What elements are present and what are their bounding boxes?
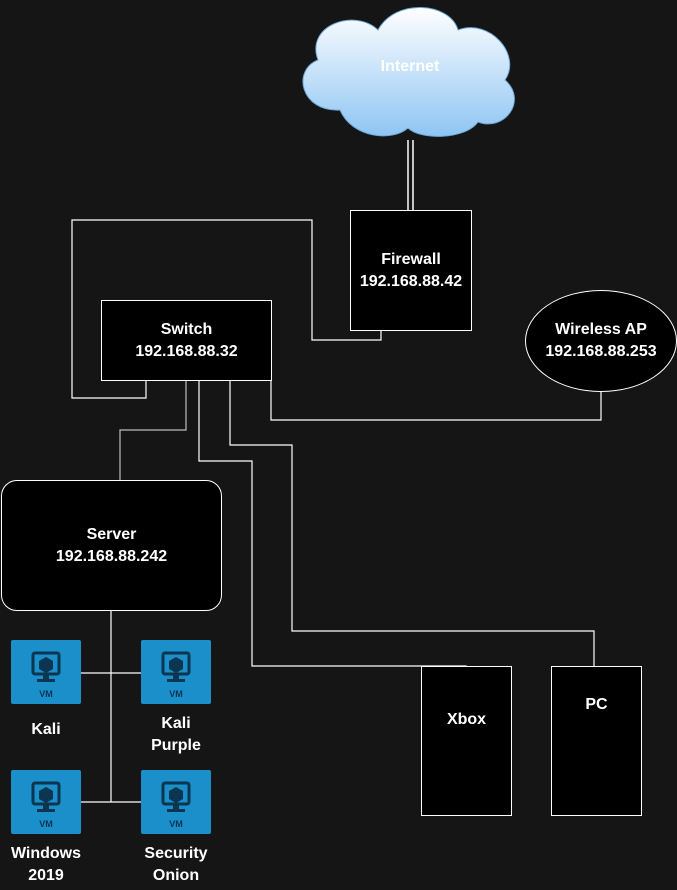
wireless-ap-name: Wireless AP: [555, 321, 647, 338]
firewall-node[interactable]: Firewall 192.168.88.42: [350, 210, 472, 331]
server-node[interactable]: Server 192.168.88.242: [1, 480, 222, 611]
vm-tag: VM: [169, 819, 183, 829]
vm-kali-purple-tile[interactable]: VM: [141, 640, 211, 704]
internet-label: Internet: [380, 58, 440, 75]
vm-tag: VM: [169, 689, 183, 699]
vm-monitor-icon: [31, 651, 61, 682]
vm-security-onion-tile[interactable]: VM: [141, 770, 211, 834]
vm-kali-purple-label: Kali Purple: [151, 715, 201, 754]
vm-tag: VM: [39, 689, 53, 699]
vm-kali-tile[interactable]: VM: [11, 640, 81, 704]
internet-cloud-icon: [302, 7, 515, 137]
xbox-label: Xbox: [446, 711, 487, 728]
switch-xbox-link: [198, 380, 467, 667]
vm-tag: VM: [39, 819, 53, 829]
vm-security-onion-label: Security Onion: [144, 845, 208, 884]
xbox-node[interactable]: Xbox: [421, 666, 512, 816]
pc-node[interactable]: PC: [551, 666, 642, 816]
switch-name: Switch: [160, 320, 213, 338]
server-ip: 192.168.88.242: [55, 547, 168, 565]
vm-monitor-icon: [161, 781, 191, 812]
switch-ip: 192.168.88.32: [135, 342, 238, 360]
firewall-name: Firewall: [381, 250, 441, 268]
vm-monitor-icon: [161, 651, 191, 682]
wireless-ap-ip: 192.168.88.253: [545, 343, 657, 360]
switch-pc-link: [229, 380, 595, 666]
switch-node[interactable]: Switch 192.168.88.32: [101, 300, 272, 381]
pc-label: PC: [585, 696, 608, 713]
vm-windows-2019-label: Windows 2019: [10, 845, 82, 884]
firewall-ip: 192.168.88.42: [359, 272, 463, 290]
vm-windows-2019-tile[interactable]: VM: [11, 770, 81, 834]
server-name: Server: [86, 525, 137, 543]
switch-ap-link: [270, 380, 602, 421]
switch-server-link: [119, 380, 187, 480]
vm-monitor-icon: [31, 781, 61, 812]
firewall-switch-link: [71, 219, 382, 399]
vm-kali-label: Kali: [31, 721, 61, 738]
wireless-ap-node[interactable]: Wireless AP 192.168.88.253: [525, 290, 677, 392]
